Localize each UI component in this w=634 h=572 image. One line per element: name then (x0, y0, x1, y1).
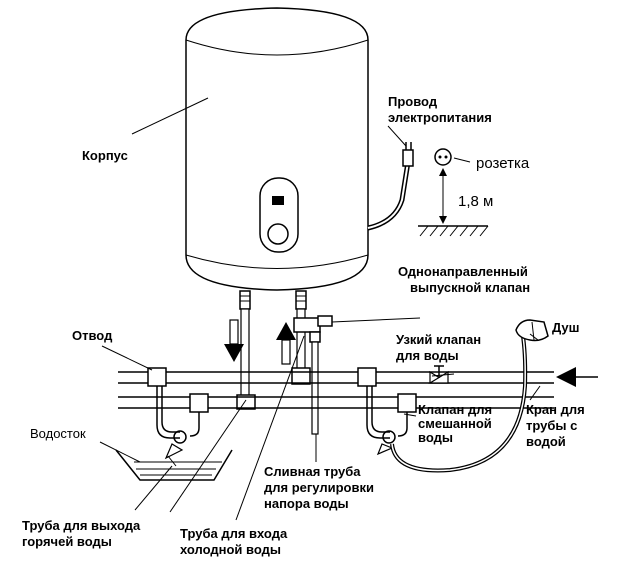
label-socket: розетка (476, 155, 530, 172)
label-drain-pipe-line1: Сливная труба (264, 464, 361, 479)
drain-basin (115, 449, 233, 481)
label-narrow-valve-line1: Узкий клапан (396, 332, 481, 347)
label-mix-valve-line3: воды (418, 430, 453, 445)
pipe-fittings (147, 365, 451, 413)
label-cold-pipe-line2: холодной воды (180, 542, 281, 557)
height-marker (418, 168, 489, 237)
label-korpus: Корпус (82, 148, 128, 163)
right-taps (366, 386, 408, 456)
label-shower: Душ (552, 320, 580, 335)
label-drain-pipe-line3: напора воды (264, 496, 349, 511)
control-panel (259, 177, 299, 253)
socket-icon (434, 148, 452, 166)
heater-pipes (236, 290, 333, 435)
shower-hose (390, 329, 528, 473)
cold-water-arrow (276, 322, 296, 365)
label-narrow-valve-line2: для воды (396, 348, 459, 363)
label-tap-line2: трубы с (526, 418, 577, 433)
label-hot-pipe-line2: горячей воды (22, 534, 112, 549)
label-check-valve-line1: Однонаправленный (398, 264, 528, 279)
label-tap-line1: Кран для (526, 402, 585, 417)
label-cold-pipe-line1: Труба для входа (180, 526, 288, 541)
label-power-cord-line1: Провод (388, 94, 438, 109)
label-tap-line3: водой (526, 434, 566, 449)
label-branch: Отвод (72, 328, 113, 343)
label-power-cord-line2: электропитания (388, 110, 492, 125)
heater-body (185, 7, 369, 291)
label-hot-pipe-line1: Труба для выхода (22, 518, 141, 533)
label-drain: Водосток (30, 426, 86, 441)
water-inlet-arrow (556, 367, 598, 387)
left-taps (156, 386, 200, 467)
label-check-valve-line2: выпускной клапан (410, 280, 530, 295)
label-mix-valve-line2: смешанной (418, 416, 492, 431)
label-mix-valve-line1: Клапан для (418, 402, 492, 417)
power-cord (367, 142, 414, 231)
hot-water-arrow (224, 319, 244, 362)
leader-lines (99, 97, 541, 521)
label-drain-pipe-line2: для регулировки (264, 480, 374, 495)
label-height: 1,8 м (458, 193, 493, 210)
shower-head-icon (515, 319, 549, 342)
